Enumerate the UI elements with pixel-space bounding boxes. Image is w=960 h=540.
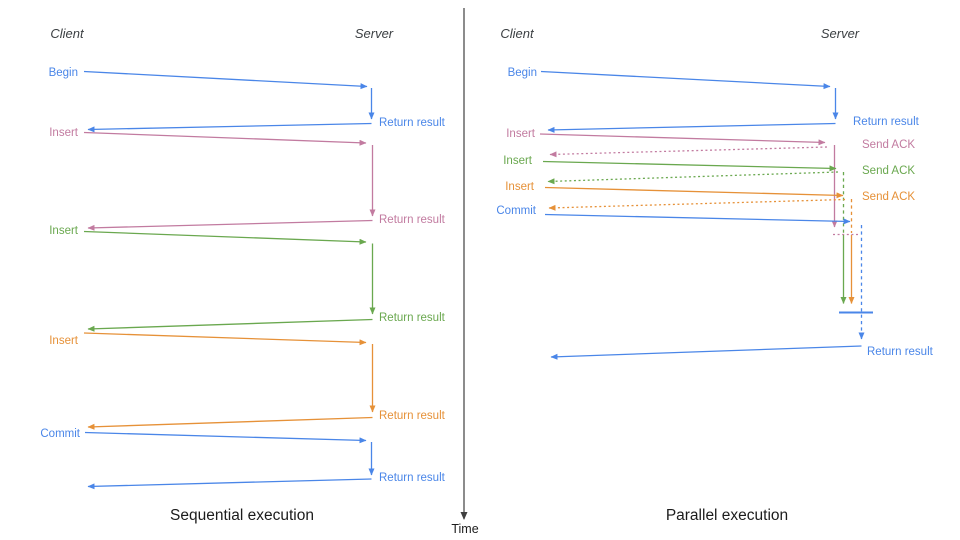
par-insert3-ack-line <box>548 198 846 211</box>
seq-client-label: Client <box>50 26 85 41</box>
parallel-caption: Parallel execution <box>666 507 788 524</box>
seq-commit-return-label: Return result <box>379 472 446 484</box>
time-axis: Time <box>451 8 479 536</box>
sequential-panel: Client Server Begin Return result Insert… <box>40 26 445 524</box>
par-begin-return-label: Return result <box>853 116 920 128</box>
par-insert3-ack-label: Send ACK <box>862 191 915 203</box>
par-commit-label: Commit <box>496 205 536 217</box>
par-insert2-ack-label: Send ACK <box>862 165 915 177</box>
par-insert1-request-line <box>539 133 826 146</box>
par-insert2-label: Insert <box>503 155 533 167</box>
seq-insert3-return-line <box>87 416 373 430</box>
par-begin-label: Begin <box>508 67 537 79</box>
sequential-caption: Sequential execution <box>170 507 314 524</box>
seq-commit-label: Commit <box>40 428 80 440</box>
par-insert2-request-line <box>542 160 837 172</box>
seq-insert1-return-label: Return result <box>379 214 446 226</box>
seq-insert1-label: Insert <box>49 127 79 139</box>
par-insert1-ack-line <box>549 146 828 158</box>
par-final-return-label: Return result <box>867 346 934 358</box>
par-insert3-label: Insert <box>505 181 535 193</box>
seq-insert3-return-label: Return result <box>379 410 446 422</box>
seq-insert2-label: Insert <box>49 225 79 237</box>
seq-begin-request-line <box>83 70 368 90</box>
seq-begin-label: Begin <box>49 67 78 79</box>
time-axis-label: Time <box>451 522 478 536</box>
seq-insert2-return-label: Return result <box>379 312 446 324</box>
seq-commit-return-line <box>87 478 372 490</box>
par-final-return-line <box>550 345 862 360</box>
seq-server-label: Server <box>355 26 394 41</box>
par-begin-return-line <box>547 122 836 133</box>
par-begin-request-line <box>540 70 831 90</box>
seq-commit-request-line <box>84 431 367 444</box>
seq-insert2-request-line <box>83 230 367 245</box>
par-insert2-ack-line <box>547 171 839 185</box>
seq-insert1-return-line <box>87 219 373 231</box>
par-commit-request-line <box>544 213 851 225</box>
par-insert3-request-line <box>544 186 844 199</box>
par-server-label: Server <box>821 26 860 41</box>
seq-begin-return-label: Return result <box>379 117 446 129</box>
seq-insert1-request-line <box>83 131 367 146</box>
par-insert1-ack-label: Send ACK <box>862 139 915 151</box>
seq-begin-return-line <box>87 122 372 133</box>
parallel-panel: Client Server Begin Return result Insert… <box>496 26 933 524</box>
par-client-label: Client <box>500 26 535 41</box>
seq-insert3-label: Insert <box>49 335 79 347</box>
seq-insert2-return-line <box>87 318 373 332</box>
seq-insert3-request-line <box>83 332 367 346</box>
par-insert1-label: Insert <box>506 128 536 140</box>
